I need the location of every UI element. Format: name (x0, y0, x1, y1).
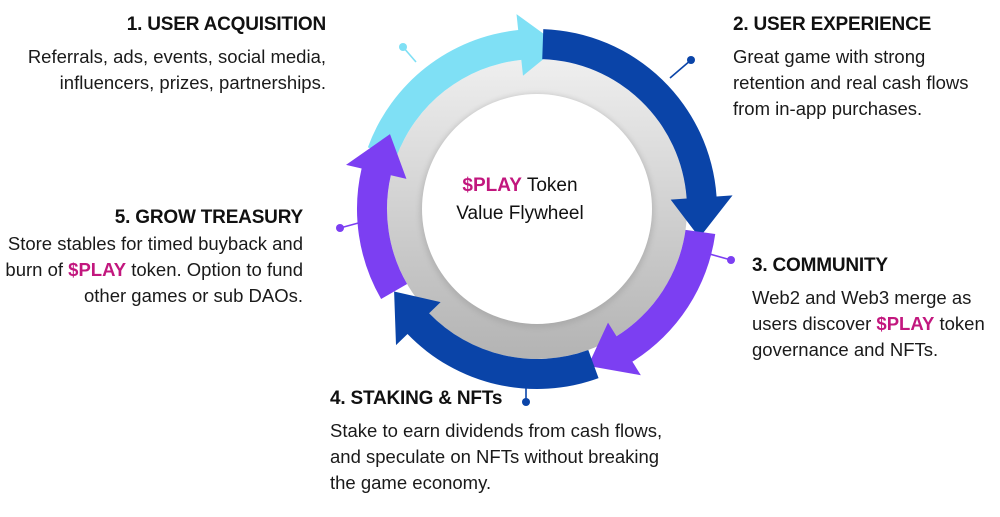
step-community: 3. COMMUNITY Web2 and Web3 merge as user… (752, 255, 997, 363)
step-title: 3. COMMUNITY (752, 255, 888, 276)
step-user-experience: 2. USER EXPERIENCE Great game with stron… (733, 14, 998, 122)
step-title: 5. GROW TREASURY (114, 207, 303, 228)
arrow-user-acquisition (367, 14, 560, 158)
step-description: Referrals, ads, events, social media, in… (27, 46, 326, 93)
center-disc (422, 94, 652, 324)
step-title: 4. STAKING & NFTs (330, 388, 503, 409)
arrow-grow-treasury (346, 134, 408, 299)
step-title: 2. USER EXPERIENCE (733, 14, 932, 35)
center-line1: Token (521, 175, 578, 196)
arrow-user-experience (542, 29, 733, 238)
step-user-acquisition: 1. USER ACQUISITION Referrals, ads, even… (6, 14, 326, 96)
desc-text: Store stables for timed buyback and burn… (5, 233, 303, 280)
arrow-staking-nfts (394, 291, 599, 389)
center-line2: Value Flywheel (456, 203, 584, 224)
connector-user-experience-line (669, 59, 692, 79)
step-description: Great game with strong retention and rea… (733, 46, 969, 119)
token-highlight: $PLAY (68, 259, 127, 280)
step-staking-nfts: 4. STAKING & NFTs Stake to earn dividend… (330, 388, 670, 496)
step-description: Stake to earn dividends from cash flows,… (330, 420, 663, 493)
connector-user-acquisition-dot (399, 43, 407, 51)
connector-grow-treasury-dot (336, 224, 344, 232)
step-description: Store stables for timed buyback and burn… (0, 231, 303, 309)
connector-user-experience-dot (687, 56, 695, 64)
connector-staking-nfts-dot (522, 398, 530, 406)
arrow-community (587, 229, 716, 376)
desc-text: token governance and NFTs. (752, 313, 985, 360)
step-grow-treasury: 5. GROW TREASURY Store stables for timed… (0, 207, 303, 309)
token-highlight: $PLAY (876, 313, 935, 334)
center-token: $PLAY (462, 175, 522, 196)
desc-text: token. Option to fund other games or sub… (83, 259, 303, 306)
step-description: Web2 and Web3 merge as users discover $P… (752, 285, 997, 363)
step-title: 1. USER ACQUISITION (126, 14, 326, 35)
center-label: $PLAY Token Value Flywheel (440, 172, 600, 228)
connector-community-dot (727, 256, 735, 264)
desc-text: Web2 and Web3 merge as users discover (752, 287, 972, 334)
connector-community-line (705, 252, 732, 261)
